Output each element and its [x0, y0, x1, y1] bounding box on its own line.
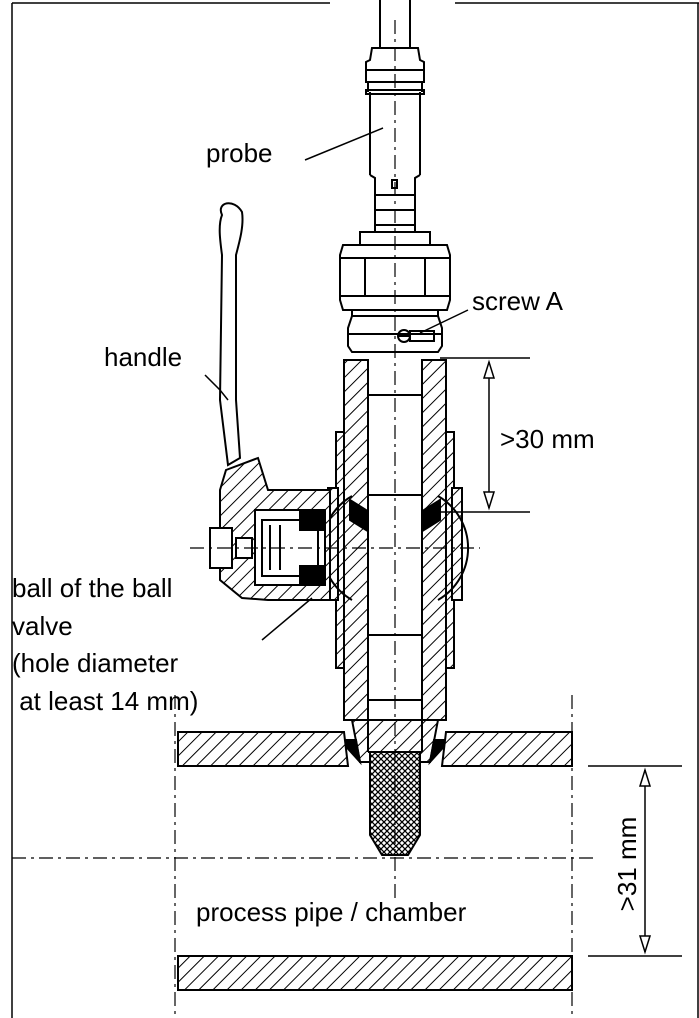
valve-handle	[209, 202, 331, 601]
valve-ball	[320, 495, 470, 601]
label-dim-lower: >31 mm	[612, 817, 642, 912]
label-ball-line4: at least 14 mm)	[12, 686, 198, 716]
page-frame	[11, 2, 699, 1018]
label-process: process pipe / chamber	[196, 897, 467, 927]
label-ball-line1: ball of the ball	[12, 573, 172, 603]
label-handle: handle	[104, 342, 182, 372]
dimension-lower	[588, 765, 682, 957]
dimension-upper	[440, 357, 530, 513]
label-dim-upper: >30 mm	[500, 424, 595, 454]
label-screw-a: screw A	[472, 286, 564, 316]
label-ball-line3: (hole diameter	[12, 648, 179, 678]
leader-lines	[204, 127, 469, 641]
screw-a	[397, 329, 435, 343]
label-probe: probe	[206, 138, 273, 168]
label-ball-line2: valve	[12, 611, 73, 641]
pipe-walls	[177, 731, 573, 991]
centerlines	[12, 20, 598, 1018]
